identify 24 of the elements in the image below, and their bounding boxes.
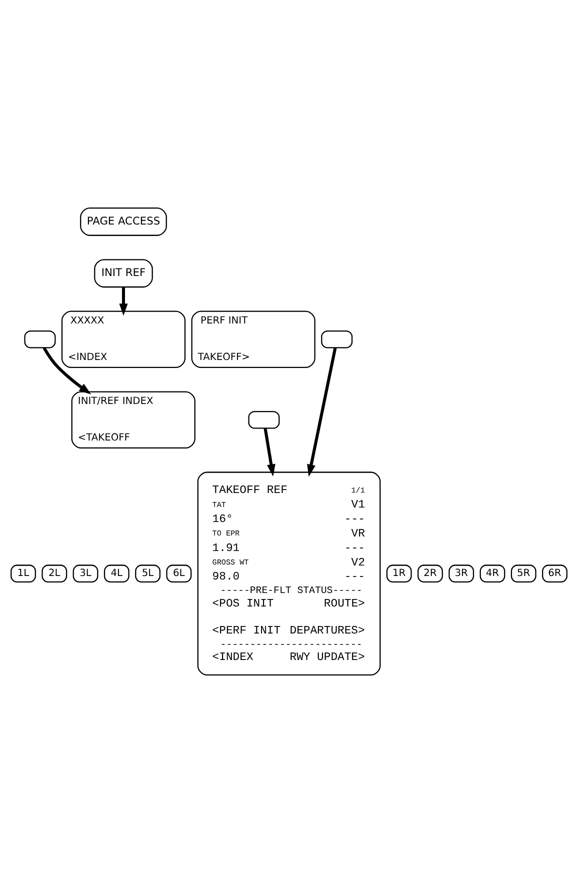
node-box: PERF INIT TAKEOFF>	[191, 310, 316, 368]
node-box: 3R	[448, 564, 474, 582]
node-box	[24, 330, 56, 348]
node-box: 5L	[135, 564, 160, 582]
arrow	[307, 347, 337, 476]
node-box: XXXXX <INDEX	[61, 310, 186, 368]
node-box	[321, 330, 353, 348]
node-box: 6R	[542, 564, 568, 582]
node-box	[248, 410, 280, 428]
node-box: 2R	[418, 564, 443, 582]
arrow	[42, 346, 92, 394]
node-box: 1R	[386, 564, 412, 582]
node-box: 2L	[42, 564, 68, 582]
node-box: PAGE ACCESS	[80, 206, 167, 236]
node-box: 1L	[10, 564, 36, 582]
arrow	[119, 286, 128, 316]
node-box: 5R	[510, 564, 536, 582]
arrow	[264, 428, 276, 476]
node-box: 4L	[104, 564, 130, 582]
node-box: 6L	[166, 564, 192, 582]
node-box: 3L	[72, 564, 98, 582]
node-box: INIT REF	[94, 258, 153, 288]
node-box: 4R	[480, 564, 506, 582]
node-box: INIT/REF INDEX <TAKEOFF	[71, 390, 196, 448]
